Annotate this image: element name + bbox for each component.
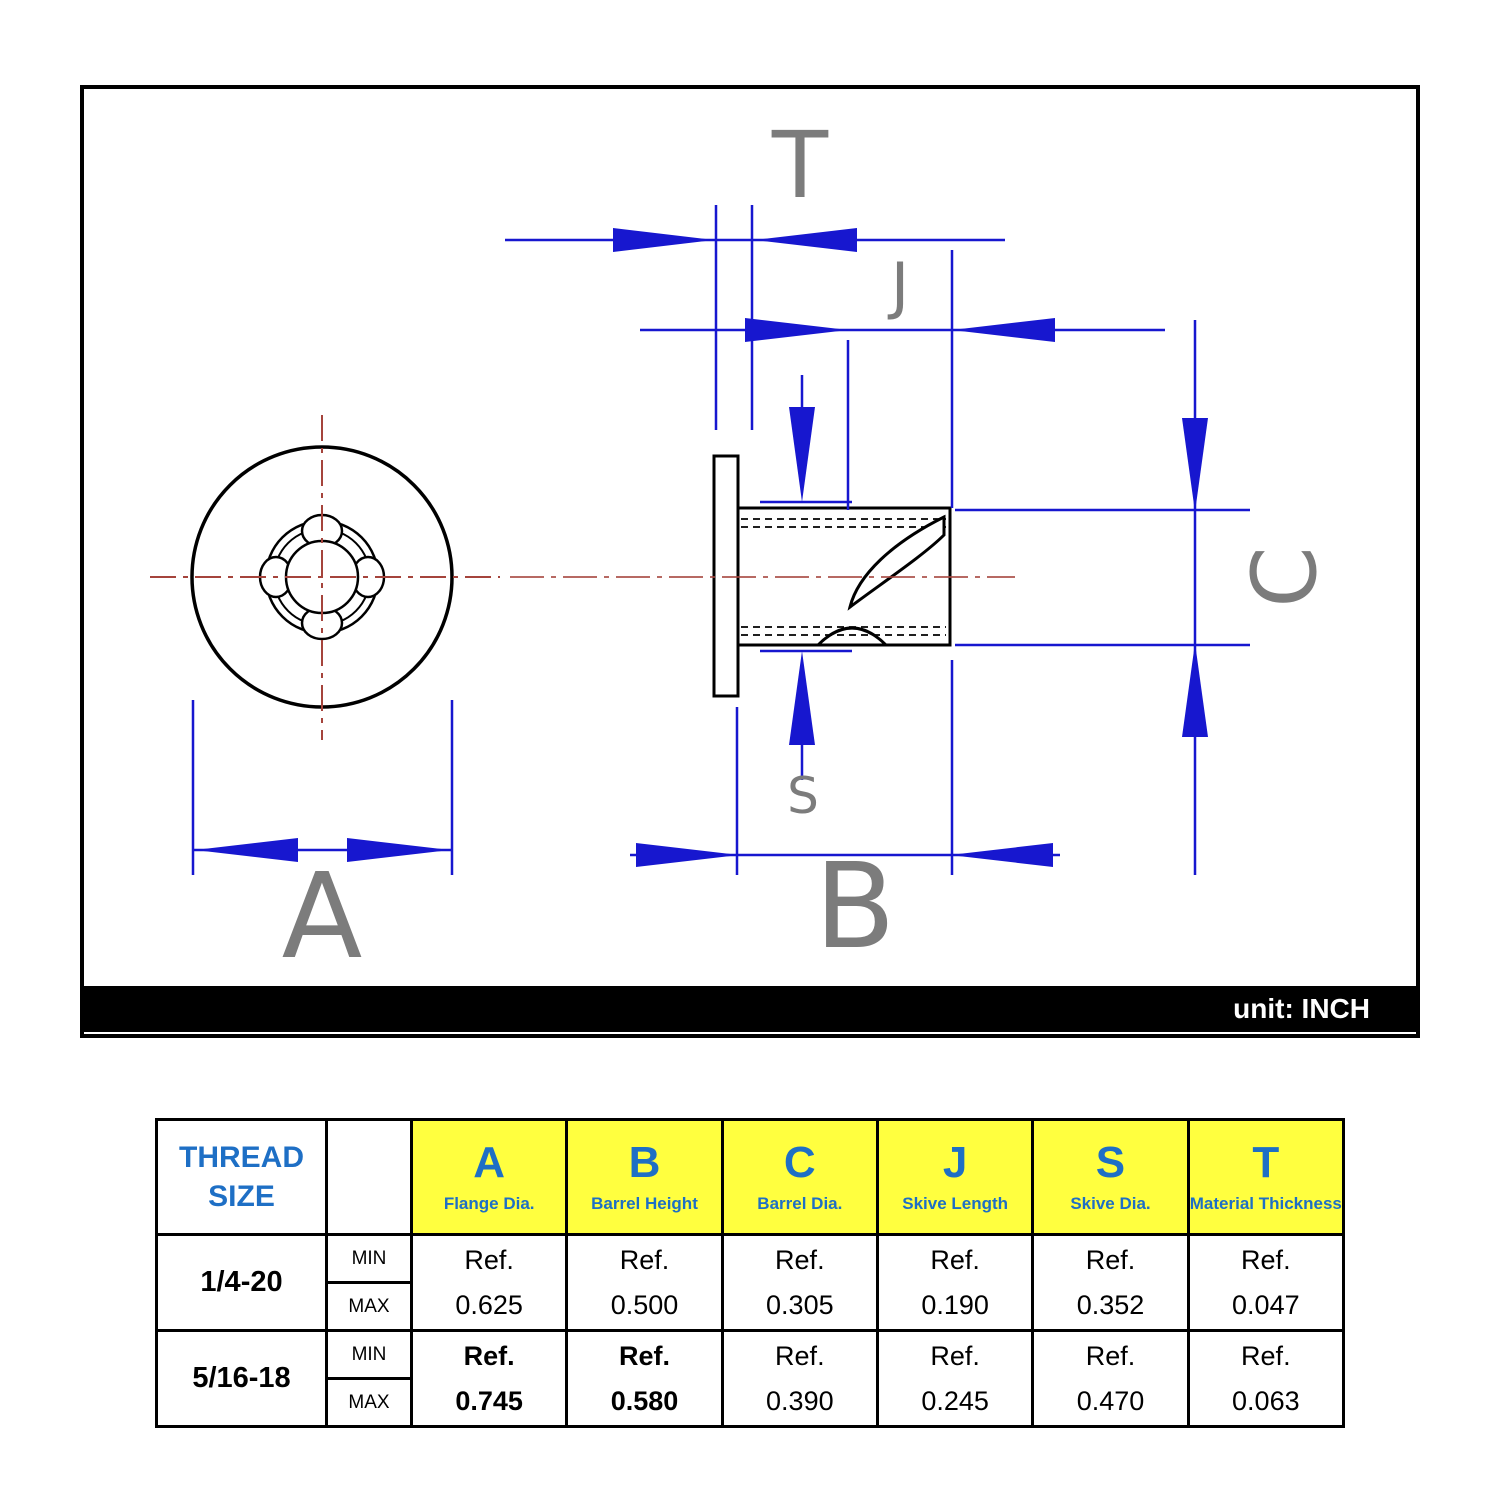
- ref-label: Ref.: [775, 1244, 825, 1275]
- col-letter: A: [473, 1137, 506, 1187]
- col-header-c: C Barrel Dia.: [720, 1118, 879, 1236]
- dimension-labels: T J C S A B: [282, 112, 1337, 985]
- table-row: 5/16-18 MIN Ref. 0.745 Ref. 0.580 Ref. 0…: [155, 1329, 1346, 1428]
- spec-table: THREAD SIZE A Flange Dia. B Barrel Heigh…: [155, 1118, 1346, 1428]
- spec-value: 0.470: [1076, 1385, 1145, 1416]
- blank-header: [325, 1118, 413, 1236]
- table-row: MAX: [157, 1281, 1344, 1332]
- spec-cell: Ref. 0.352: [1031, 1233, 1190, 1332]
- min-label-cell: MIN: [325, 1233, 413, 1284]
- col-header-t: T Material Thickness: [1186, 1118, 1346, 1236]
- spec-cell: Ref. 0.063: [1186, 1329, 1346, 1428]
- col-subtitle: Skive Dia.: [1070, 1193, 1151, 1213]
- spec-cell: Ref. 0.305: [720, 1233, 879, 1332]
- col-subtitle: Barrel Dia.: [757, 1193, 843, 1213]
- spec-cell: Ref. 0.500: [565, 1233, 724, 1332]
- ref-label: Ref.: [1241, 1244, 1291, 1275]
- skive-prong: [847, 514, 946, 611]
- col-letter: C: [783, 1137, 816, 1187]
- spec-value: 0.580: [610, 1385, 679, 1416]
- spec-value: 0.500: [610, 1289, 679, 1320]
- technical-drawing: T J C S A B unit: INCH: [80, 85, 1420, 1038]
- col-letter: B: [628, 1137, 661, 1187]
- spec-cell: Ref. 0.470: [1031, 1329, 1190, 1428]
- ref-label: Ref.: [1085, 1244, 1136, 1275]
- ref-label: Ref.: [619, 1244, 670, 1275]
- col-subtitle: Material Thickness: [1189, 1193, 1342, 1213]
- ref-label: Ref.: [463, 1340, 515, 1371]
- dim-label-j: J: [887, 249, 909, 322]
- spec-cell: Ref. 0.047: [1186, 1233, 1346, 1332]
- col-header-b: B Barrel Height: [565, 1118, 724, 1236]
- spec-cell: Ref. 0.390: [720, 1329, 879, 1428]
- col-subtitle: Flange Dia.: [443, 1193, 535, 1213]
- dim-label-s: S: [787, 767, 819, 825]
- spec-cell: Ref. 0.625: [409, 1233, 569, 1332]
- dim-label-a: A: [282, 847, 363, 985]
- col-header-a: A Flange Dia.: [409, 1118, 569, 1236]
- thread-size-cell: 1/4-20: [155, 1233, 328, 1332]
- ref-label: Ref.: [1085, 1340, 1136, 1371]
- spec-value: 0.190: [921, 1289, 989, 1320]
- col-subtitle: Barrel Height: [591, 1193, 698, 1213]
- ref-label: Ref.: [618, 1340, 670, 1371]
- spec-cell: Ref. 0.190: [875, 1233, 1035, 1332]
- spec-value: 0.625: [455, 1289, 523, 1320]
- dim-label-b: B: [815, 837, 896, 975]
- ref-label: Ref.: [930, 1244, 980, 1275]
- col-header-j: J Skive Length: [875, 1118, 1035, 1236]
- spec-value: 0.352: [1076, 1289, 1145, 1320]
- table-row: MAX: [157, 1377, 1344, 1428]
- table-header-row: THREAD SIZE A Flange Dia. B Barrel Heigh…: [155, 1118, 1346, 1236]
- col-letter: T: [1252, 1137, 1280, 1187]
- ref-label: Ref.: [930, 1340, 980, 1371]
- max-label-cell: MAX: [325, 1281, 413, 1332]
- unit-bar: [84, 986, 1416, 1032]
- ref-label: Ref.: [464, 1244, 514, 1275]
- thread-size-cell: 5/16-18: [155, 1329, 328, 1428]
- dimension-arrows: [195, 228, 1208, 867]
- spec-value: 0.305: [766, 1289, 834, 1320]
- min-label-cell: MIN: [325, 1329, 413, 1380]
- max-label-cell: MAX: [325, 1377, 413, 1428]
- thread-lines: [741, 518, 946, 636]
- spec-value: 0.063: [1232, 1385, 1300, 1416]
- spec-value: 0.047: [1232, 1289, 1300, 1320]
- dim-label-t: T: [771, 112, 829, 219]
- col-subtitle: Skive Length: [902, 1193, 1009, 1213]
- spec-value: 0.745: [455, 1385, 523, 1416]
- table-row: 1/4-20 MIN Ref. 0.625 Ref. 0.500 Ref. 0.…: [155, 1233, 1346, 1332]
- thread-size-header: THREAD SIZE: [155, 1118, 328, 1236]
- unit-label: unit: INCH: [1233, 993, 1370, 1024]
- col-letter: S: [1095, 1137, 1126, 1187]
- spec-value: 0.390: [766, 1385, 834, 1416]
- dim-label-c: C: [1234, 546, 1337, 607]
- ref-label: Ref.: [1241, 1340, 1291, 1371]
- col-letter: J: [942, 1137, 968, 1187]
- centerlines: [150, 415, 1015, 740]
- spec-cell: Ref. 0.245: [875, 1329, 1035, 1428]
- col-header-s: S Skive Dia.: [1031, 1118, 1190, 1236]
- skive-prong-bottom: [816, 626, 888, 647]
- spec-value: 0.245: [921, 1385, 989, 1416]
- ref-label: Ref.: [775, 1340, 825, 1371]
- spec-cell: Ref. 0.580: [565, 1329, 724, 1428]
- spec-cell: Ref. 0.745: [409, 1329, 569, 1428]
